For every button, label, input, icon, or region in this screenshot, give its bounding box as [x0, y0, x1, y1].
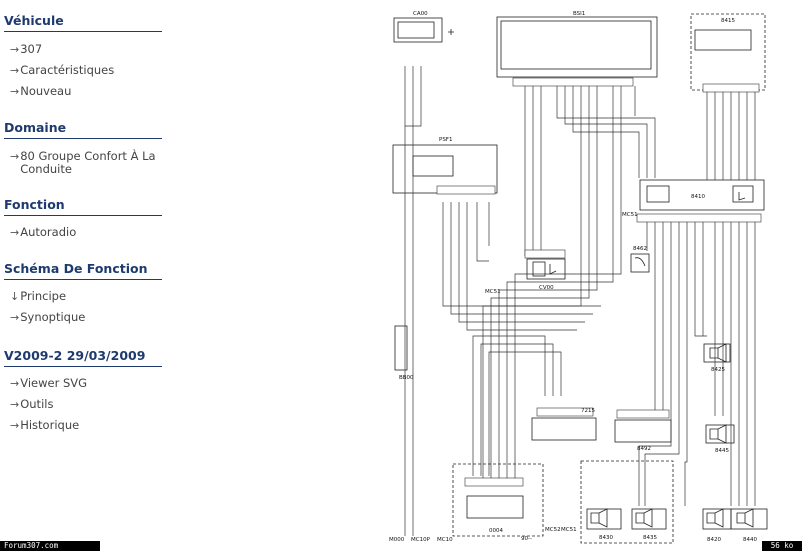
component-0004-frame: [452, 463, 544, 537]
component-8410-box: [639, 179, 765, 211]
connector-pins: [436, 77, 762, 487]
label-8435: 8435: [643, 535, 657, 541]
label-8410: 8410: [691, 194, 705, 200]
label-8462: 8462: [633, 246, 647, 252]
label-8445: 8445: [715, 448, 729, 454]
component-bsi1-box: [496, 16, 658, 78]
component-8445-box: [705, 424, 735, 444]
arrow-right-icon: →: [10, 226, 20, 239]
component-bsi1-inner: [500, 20, 652, 70]
component-8410-speaker: [732, 185, 754, 203]
arrow-right-icon: →: [10, 150, 20, 163]
radio-icon: [532, 261, 546, 277]
label-psf1: PSF1: [439, 137, 452, 143]
nav-link-viewer-svg[interactable]: →Viewer SVG: [10, 376, 88, 391]
arrow-right-icon: →: [10, 311, 20, 324]
component-bb00-box: [394, 325, 408, 371]
component-8462-box: [630, 253, 650, 273]
component-ca00-box: [393, 17, 443, 43]
speaker-icon: [709, 343, 727, 363]
arrow-down-icon: ↓: [10, 290, 20, 303]
nav-link-caracteristiques[interactable]: →Caractéristiques: [10, 63, 115, 78]
component-7215-box: [531, 417, 597, 441]
label-8420: 8420: [707, 537, 721, 543]
speaker-icon: [635, 508, 653, 528]
component-psf1-inner: [412, 155, 454, 177]
component-cv00-box: [526, 258, 566, 280]
arrow-right-icon: →: [10, 398, 20, 411]
nav-link-nouveau[interactable]: →Nouveau: [10, 84, 72, 99]
section-divider: [4, 366, 162, 367]
section-title-vehicule: Véhicule: [4, 13, 64, 28]
label-mc10: MC10: [437, 537, 453, 543]
arrow-right-icon: →: [10, 85, 20, 98]
speaker-icon: [706, 508, 724, 528]
footer-size: 56 ko: [762, 541, 802, 551]
label-8415: 8415: [721, 18, 735, 24]
component-ca00-inner: [397, 21, 435, 39]
component-8492-box: [614, 419, 672, 443]
component-8415-inner: [694, 29, 752, 51]
component-8430-frame: [580, 460, 674, 544]
section-divider: [4, 215, 162, 216]
section-title-domaine: Domaine: [4, 120, 67, 135]
section-divider: [4, 138, 162, 139]
nav-link-historique[interactable]: →Historique: [10, 418, 80, 433]
section-title-schema: Schéma De Fonction: [4, 261, 148, 276]
nav-link-synoptique[interactable]: →Synoptique: [10, 310, 86, 325]
component-8430-box: [586, 508, 622, 530]
section-divider: [4, 31, 162, 32]
music-note-icon: [738, 192, 746, 201]
music-note-icon: [549, 264, 557, 275]
label-mc51b: MC51: [622, 212, 638, 218]
nav-link-autoradio[interactable]: →Autoradio: [10, 225, 77, 240]
nav-link-groupe-confort[interactable]: →80 Groupe Confort À La Conduite: [10, 149, 156, 176]
label-cv00: CV00: [539, 285, 554, 291]
label-8425: 8425: [711, 367, 725, 373]
section-divider: [4, 279, 162, 280]
component-0004-box: [466, 495, 524, 519]
component-8435-box: [631, 508, 667, 530]
label-8492: 8492: [637, 446, 651, 452]
section-title-fonction: Fonction: [4, 197, 65, 212]
label-mc51c: MC51: [561, 527, 577, 533]
label-ref90: 90--: [521, 536, 532, 542]
component-8440-box: [730, 508, 768, 530]
component-8415-box: [690, 13, 766, 91]
nav-link-principe[interactable]: ↓Principe: [10, 289, 67, 304]
section-title-version: V2009-2 29/03/2009: [4, 348, 146, 363]
label-ca00: CA00: [413, 11, 428, 17]
speaker-icon: [590, 508, 608, 528]
nav-link-outils[interactable]: →Outils: [10, 397, 54, 412]
arrow-right-icon: →: [10, 64, 20, 77]
arrow-right-icon: →: [10, 419, 20, 432]
arrow-right-icon: →: [10, 377, 20, 390]
label-mc10p: MC10P: [411, 537, 431, 543]
label-8440: 8440: [743, 537, 757, 543]
label-bsi1: BSI1: [573, 11, 585, 17]
label-mc52: MC52: [545, 527, 561, 533]
label-m000: M000: [389, 537, 405, 543]
sidebar: Véhicule →307 →Caractéristiques →Nouveau…: [0, 0, 170, 551]
label-0004: 0004: [489, 528, 503, 534]
antenna-icon: [634, 257, 646, 267]
arrow-right-icon: →: [10, 43, 20, 56]
wiring-diagram[interactable]: CA00 BSI1 8415 PSF1 8410 CV00 8462 8425 …: [385, 6, 802, 551]
component-8410-display: [646, 185, 670, 203]
label-7215: 7215: [581, 408, 595, 414]
nav-link-307[interactable]: →307: [10, 42, 43, 57]
speaker-icon: [736, 508, 754, 528]
key-icon: [448, 29, 454, 35]
label-mc51: MC51: [485, 289, 501, 295]
component-8425-box: [703, 343, 731, 363]
label-bb00: BB00: [399, 375, 414, 381]
speaker-icon: [709, 424, 727, 444]
label-8430: 8430: [599, 535, 613, 541]
wires: [404, 66, 756, 536]
footer-site: Forum307.com: [0, 541, 100, 551]
